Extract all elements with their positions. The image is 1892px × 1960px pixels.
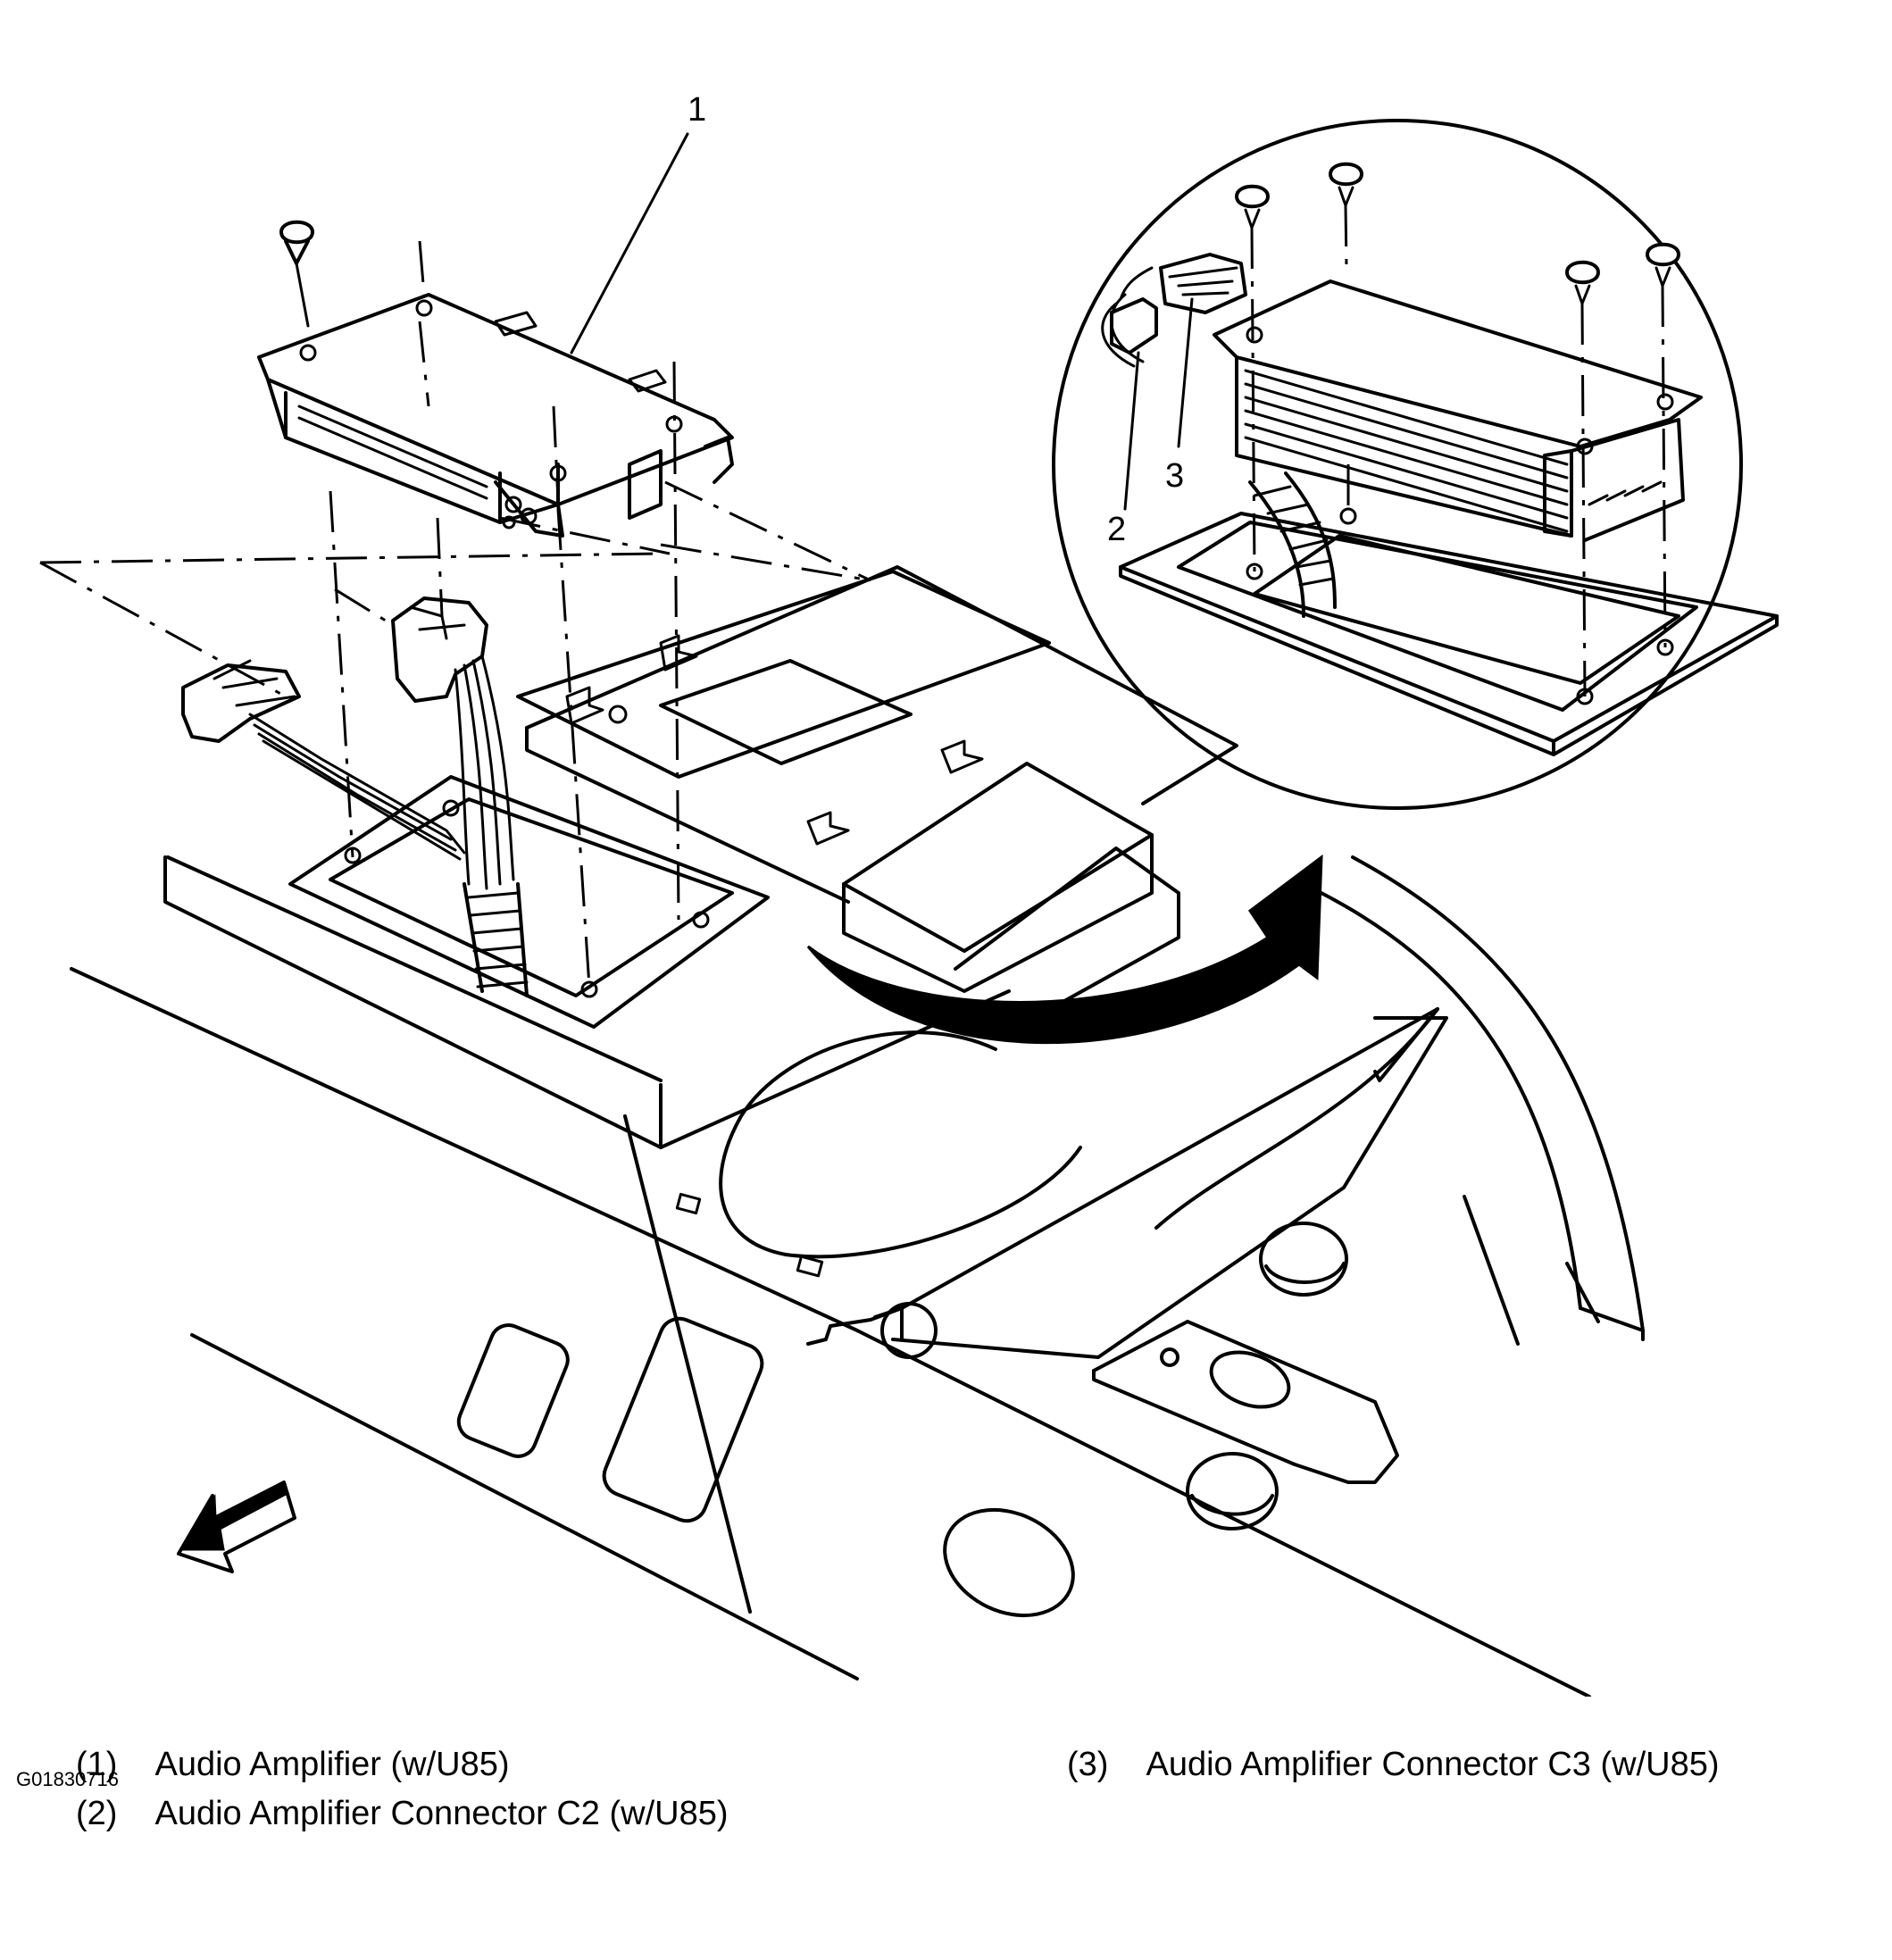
- legend-item-3: (3) Audio Amplifier Connector C3 (w/U85): [1067, 1746, 1720, 1784]
- legend-item-1-text: Audio Amplifier (w/U85): [154, 1746, 510, 1783]
- front-direction-arrow-icon: [177, 1480, 296, 1573]
- alignment-lines: [39, 240, 871, 998]
- legend-item-1: (1) Audio Amplifier (w/U85): [76, 1746, 510, 1784]
- legend-item-2-text: Audio Amplifier Connector C2 (w/U85): [154, 1795, 729, 1832]
- harness-connector-c3: [391, 596, 515, 890]
- legend-item-3-text: Audio Amplifier Connector C3 (w/U85): [1146, 1746, 1720, 1783]
- harness-connector-c2: [181, 659, 466, 861]
- figure-id: G01830716: [16, 1768, 119, 1790]
- legend-item-2-number: (2): [76, 1795, 118, 1832]
- legend-item-2: (2) Audio Amplifier Connector C2 (w/U85): [76, 1795, 729, 1833]
- callout-1-label: 1: [688, 91, 706, 129]
- package-shelf-panel: [70, 565, 1645, 1697]
- callout-2-leader: [1123, 351, 1140, 511]
- legend-item-1-number: (1): [76, 1746, 118, 1783]
- callout-1-leader: 1: [570, 91, 706, 354]
- push-pin-fastener: [279, 220, 314, 328]
- callout-3-leader: [1177, 297, 1194, 448]
- amplifier-diagram: 1: [39, 91, 1779, 1697]
- curved-arrow-icon: [806, 854, 1323, 1045]
- callout-3-label: 3: [1165, 457, 1184, 495]
- wiring-conduit: [463, 882, 529, 997]
- legend: (1) Audio Amplifier (w/U85) (2) Audio Am…: [0, 1732, 1892, 1960]
- inset-detail-view: 3 2: [1052, 119, 1779, 810]
- legend-item-3-number: (3): [1067, 1746, 1109, 1783]
- callout-2-label: 2: [1107, 511, 1126, 548]
